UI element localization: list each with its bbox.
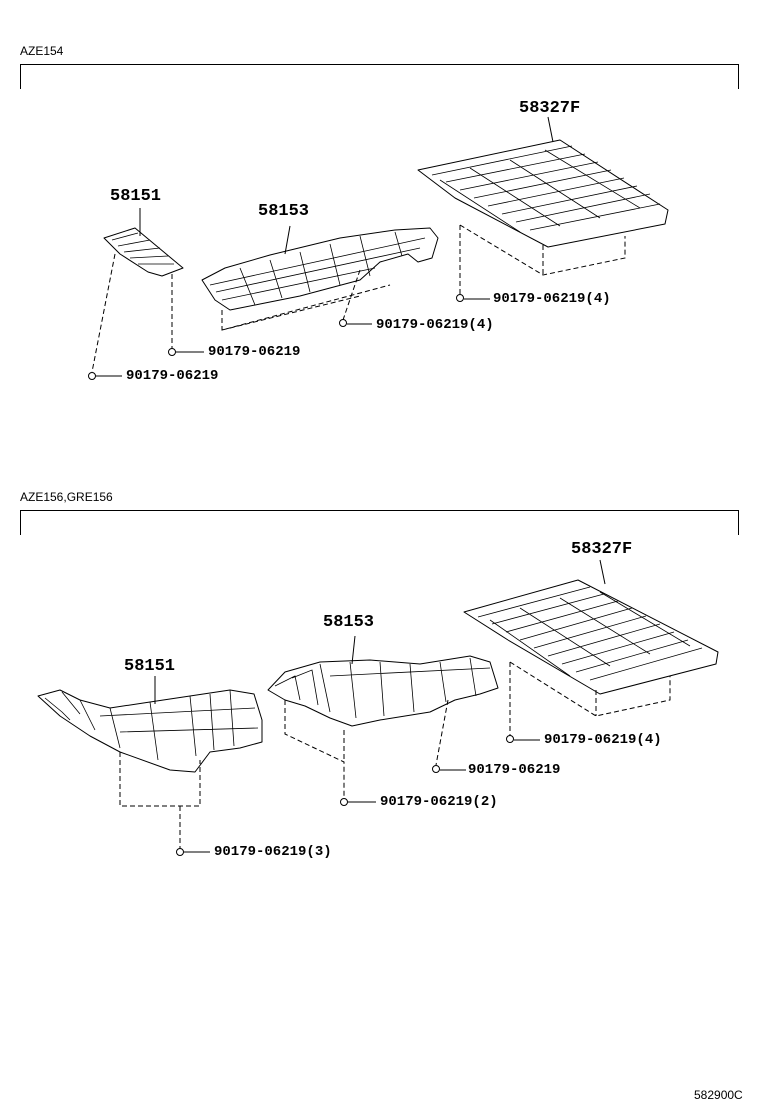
floor-insulator-illustration-bottom [463,559,719,695]
section-label-aze154: AZE154 [20,44,64,58]
fastener-label[interactable]: 90179-06219 [126,368,219,384]
floor-insulator-illustration-top [417,116,669,248]
part-number-58153-top[interactable]: 58153 [258,202,310,221]
part-number-58151-top[interactable]: 58151 [110,187,162,206]
clip-icon [340,798,348,806]
part-number-58327f-top[interactable]: 58327F [519,99,581,118]
part-number-58151-bottom[interactable]: 58151 [124,657,176,676]
fastener-label[interactable]: 90179-06219(4) [544,732,662,748]
front-insulator-illustration-top [103,208,184,277]
clip-icon [88,372,96,380]
front-insulator-illustration-bottom [37,676,263,773]
clip-icon [432,765,440,773]
clip-icon [456,294,464,302]
fastener-label[interactable]: 90179-06219(3) [214,844,332,860]
section-label-aze156: AZE156,GRE156 [20,490,113,504]
center-insulator-illustration-bottom [267,635,499,727]
section-bracket-bottom [20,510,739,535]
fastener-label[interactable]: 90179-06219(4) [376,317,494,333]
clip-icon [168,348,176,356]
fastener-label[interactable]: 90179-06219 [468,762,561,778]
illustration-code: 582900C [694,1088,743,1102]
fastener-label[interactable]: 90179-06219(2) [380,794,498,810]
fastener-label[interactable]: 90179-06219 [208,344,301,360]
part-number-58327f-bottom[interactable]: 58327F [571,540,633,559]
clip-icon [506,735,514,743]
clip-icon [176,848,184,856]
part-number-58153-bottom[interactable]: 58153 [323,613,375,632]
clip-icon [339,319,347,327]
center-insulator-illustration-top [201,225,439,311]
fastener-label[interactable]: 90179-06219(4) [493,291,611,307]
section-bracket-top [20,64,739,89]
